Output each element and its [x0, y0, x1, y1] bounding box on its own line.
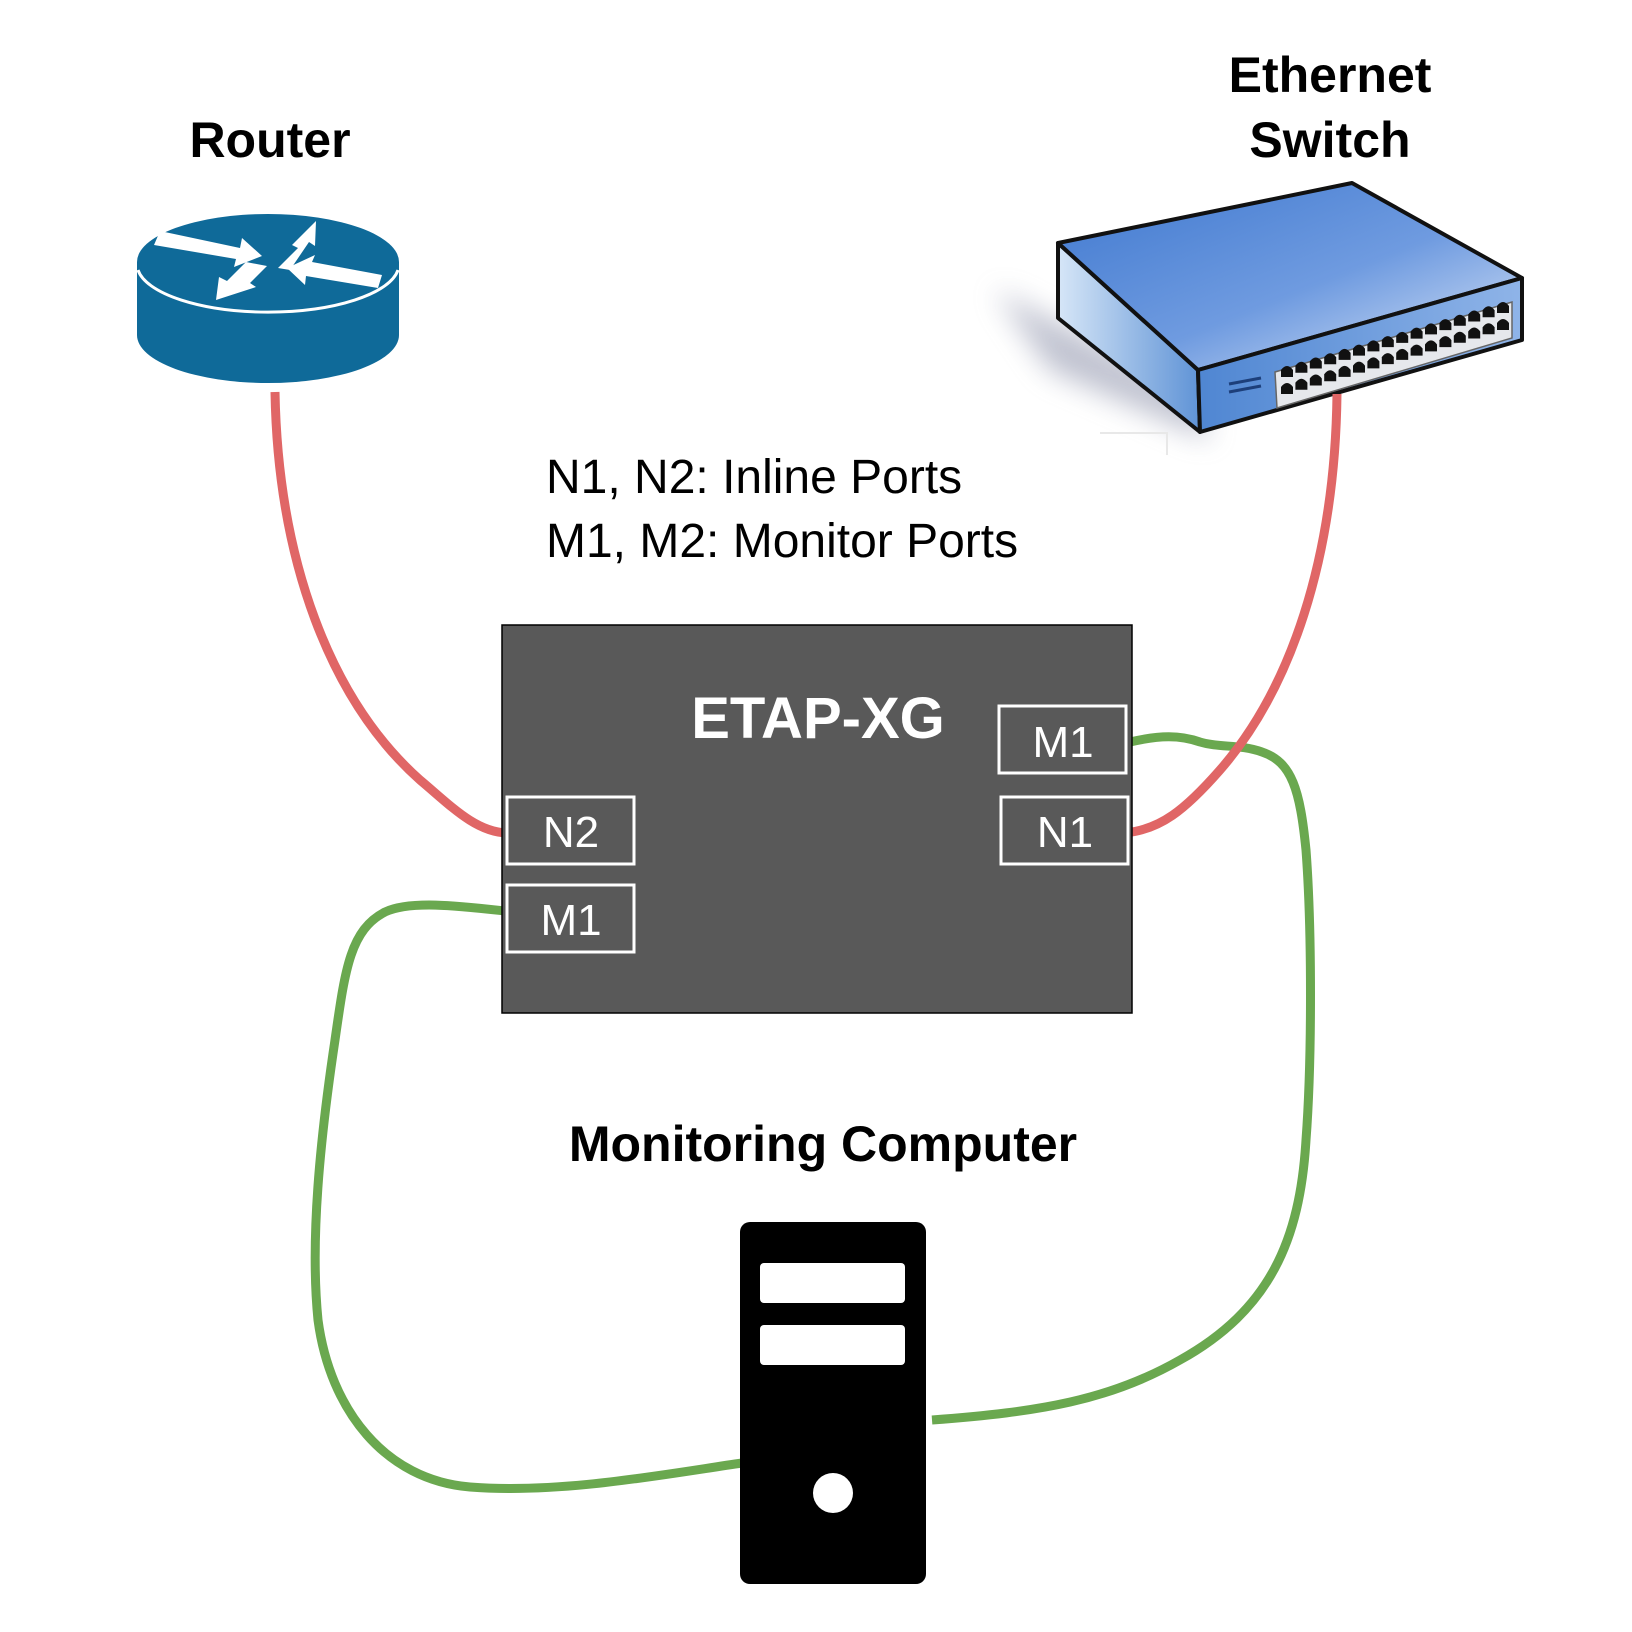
computer-tower-icon: [740, 1222, 926, 1584]
computer-label: Monitoring Computer: [569, 1116, 1077, 1172]
switch-port-icon: [1396, 348, 1409, 360]
port-m1-right[interactable]: M1: [997, 704, 1128, 775]
switch-port-icon: [1497, 302, 1509, 313]
drive-bay-2: [760, 1325, 905, 1365]
switch-port-icon: [1396, 331, 1409, 343]
inline-cable-switch: [1123, 393, 1342, 838]
switch-port-icon: [1482, 306, 1495, 318]
switch-port-icon: [1309, 374, 1322, 386]
switch-port-icon: [1338, 365, 1351, 377]
switch-port-icon: [1324, 370, 1337, 382]
switch-port-icon: [1381, 353, 1394, 365]
switch-port-icon: [1468, 310, 1481, 322]
switch-port-icon: [1439, 336, 1452, 348]
switch-port-icon: [1410, 327, 1423, 339]
switch-label-line1: Ethernet: [1229, 47, 1432, 103]
switch-port-icon: [1295, 378, 1308, 390]
switch-port-icon: [1295, 361, 1308, 373]
legend-inline-ports: N1, N2: Inline Ports: [546, 451, 962, 504]
switch-port-icon: [1410, 344, 1423, 356]
legend-monitor-ports: M1, M2: Monitor Ports: [546, 515, 1018, 568]
port-n1-right[interactable]: N1: [999, 795, 1130, 866]
switch-port-icon: [1425, 340, 1437, 352]
switch-port-icon: [1281, 366, 1293, 377]
switch-port-icon: [1439, 319, 1452, 331]
port-m1-left-label: M1: [540, 896, 601, 945]
etap-xg-device: ETAP-XG N2 M1 M1 N1: [501, 624, 1133, 1014]
monitor-cable-right: [931, 732, 1315, 1425]
switch-port-icon: [1309, 357, 1322, 369]
switch-port-icon: [1338, 348, 1351, 360]
power-button-icon: [813, 1473, 853, 1513]
switch-port-icon: [1367, 357, 1380, 369]
decorative-outline: [1100, 432, 1168, 455]
router-icon: [136, 214, 400, 383]
port-n2-label: N2: [543, 808, 599, 857]
tap-title: ETAP-XG: [691, 686, 945, 751]
drive-bay-1: [760, 1263, 905, 1303]
port-m1-right-label: M1: [1032, 718, 1093, 767]
monitor-cable-left: [310, 900, 743, 1493]
switch-port-icon: [1353, 344, 1365, 356]
port-n1-label: N1: [1037, 808, 1093, 857]
router-arrows-icon: [154, 221, 382, 300]
switch-port-icon: [1353, 361, 1365, 373]
port-m1-left[interactable]: M1: [505, 883, 636, 954]
switch-port-icon: [1453, 331, 1466, 343]
ethernet-switch-icon: [995, 181, 1524, 440]
port-n2-left[interactable]: N2: [505, 795, 636, 866]
inline-cable-router: [270, 391, 508, 838]
switch-port-icon: [1324, 353, 1337, 365]
switch-port-icon: [1468, 327, 1481, 339]
switch-port-icon: [1453, 314, 1466, 326]
switch-ports: [1281, 302, 1509, 394]
switch-port-icon: [1381, 336, 1394, 348]
switch-port-icon: [1281, 383, 1293, 394]
switch-label-line2: Switch: [1249, 112, 1410, 168]
switch-port-icon: [1425, 323, 1437, 335]
switch-port-icon: [1367, 340, 1380, 352]
switch-port-icon: [1497, 319, 1509, 330]
router-label: Router: [189, 112, 350, 168]
switch-port-icon: [1482, 323, 1495, 335]
